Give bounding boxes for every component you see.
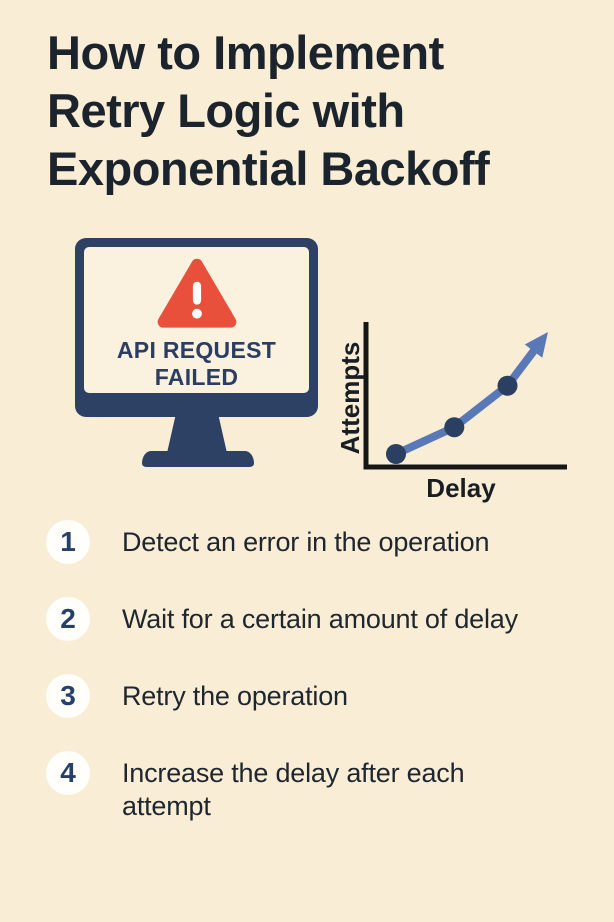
- step-number-badge: 4: [46, 751, 90, 795]
- step-label: Retry the operation: [122, 681, 348, 711]
- api-error-message: API REQUEST FAILED: [116, 337, 277, 390]
- monitor-screen: API REQUEST FAILED: [84, 247, 309, 393]
- monitor-stand-neck: [167, 416, 227, 453]
- chart-y-axis-label: Attempts: [335, 341, 365, 455]
- chart-arrowhead-icon: [524, 332, 548, 358]
- backoff-chart-svg: [363, 322, 567, 470]
- step-label: Increase the delay after each attempt: [122, 758, 465, 821]
- page-title: How to Implement Retry Logic with Expone…: [47, 26, 490, 195]
- chart-data-point: [497, 375, 518, 396]
- step-number-badge: 2: [46, 597, 90, 641]
- chart-points: [386, 375, 518, 464]
- chart-data-point: [444, 417, 465, 438]
- step-number-badge: 1: [46, 520, 90, 564]
- chart-data-point: [386, 444, 406, 464]
- backoff-chart: Attempts Delay: [330, 300, 580, 510]
- list-item: 2 Wait for a certain amount of delay: [46, 597, 576, 641]
- chart-axes: [363, 322, 567, 470]
- monitor-stand-base: [142, 451, 254, 467]
- step-label: Detect an error in the operation: [122, 527, 490, 557]
- chart-x-axis-label: Delay: [426, 473, 496, 503]
- list-item: 3 Retry the operation: [46, 674, 576, 718]
- step-number-badge: 3: [46, 674, 90, 718]
- monitor-illustration: API REQUEST FAILED: [75, 238, 318, 417]
- chart-line: [394, 340, 543, 458]
- step-label: Wait for a certain amount of delay: [122, 604, 518, 634]
- list-item: 1 Detect an error in the operation: [46, 520, 576, 564]
- list-item: 4 Increase the delay after each attempt: [46, 751, 576, 823]
- warning-icon: [156, 256, 238, 332]
